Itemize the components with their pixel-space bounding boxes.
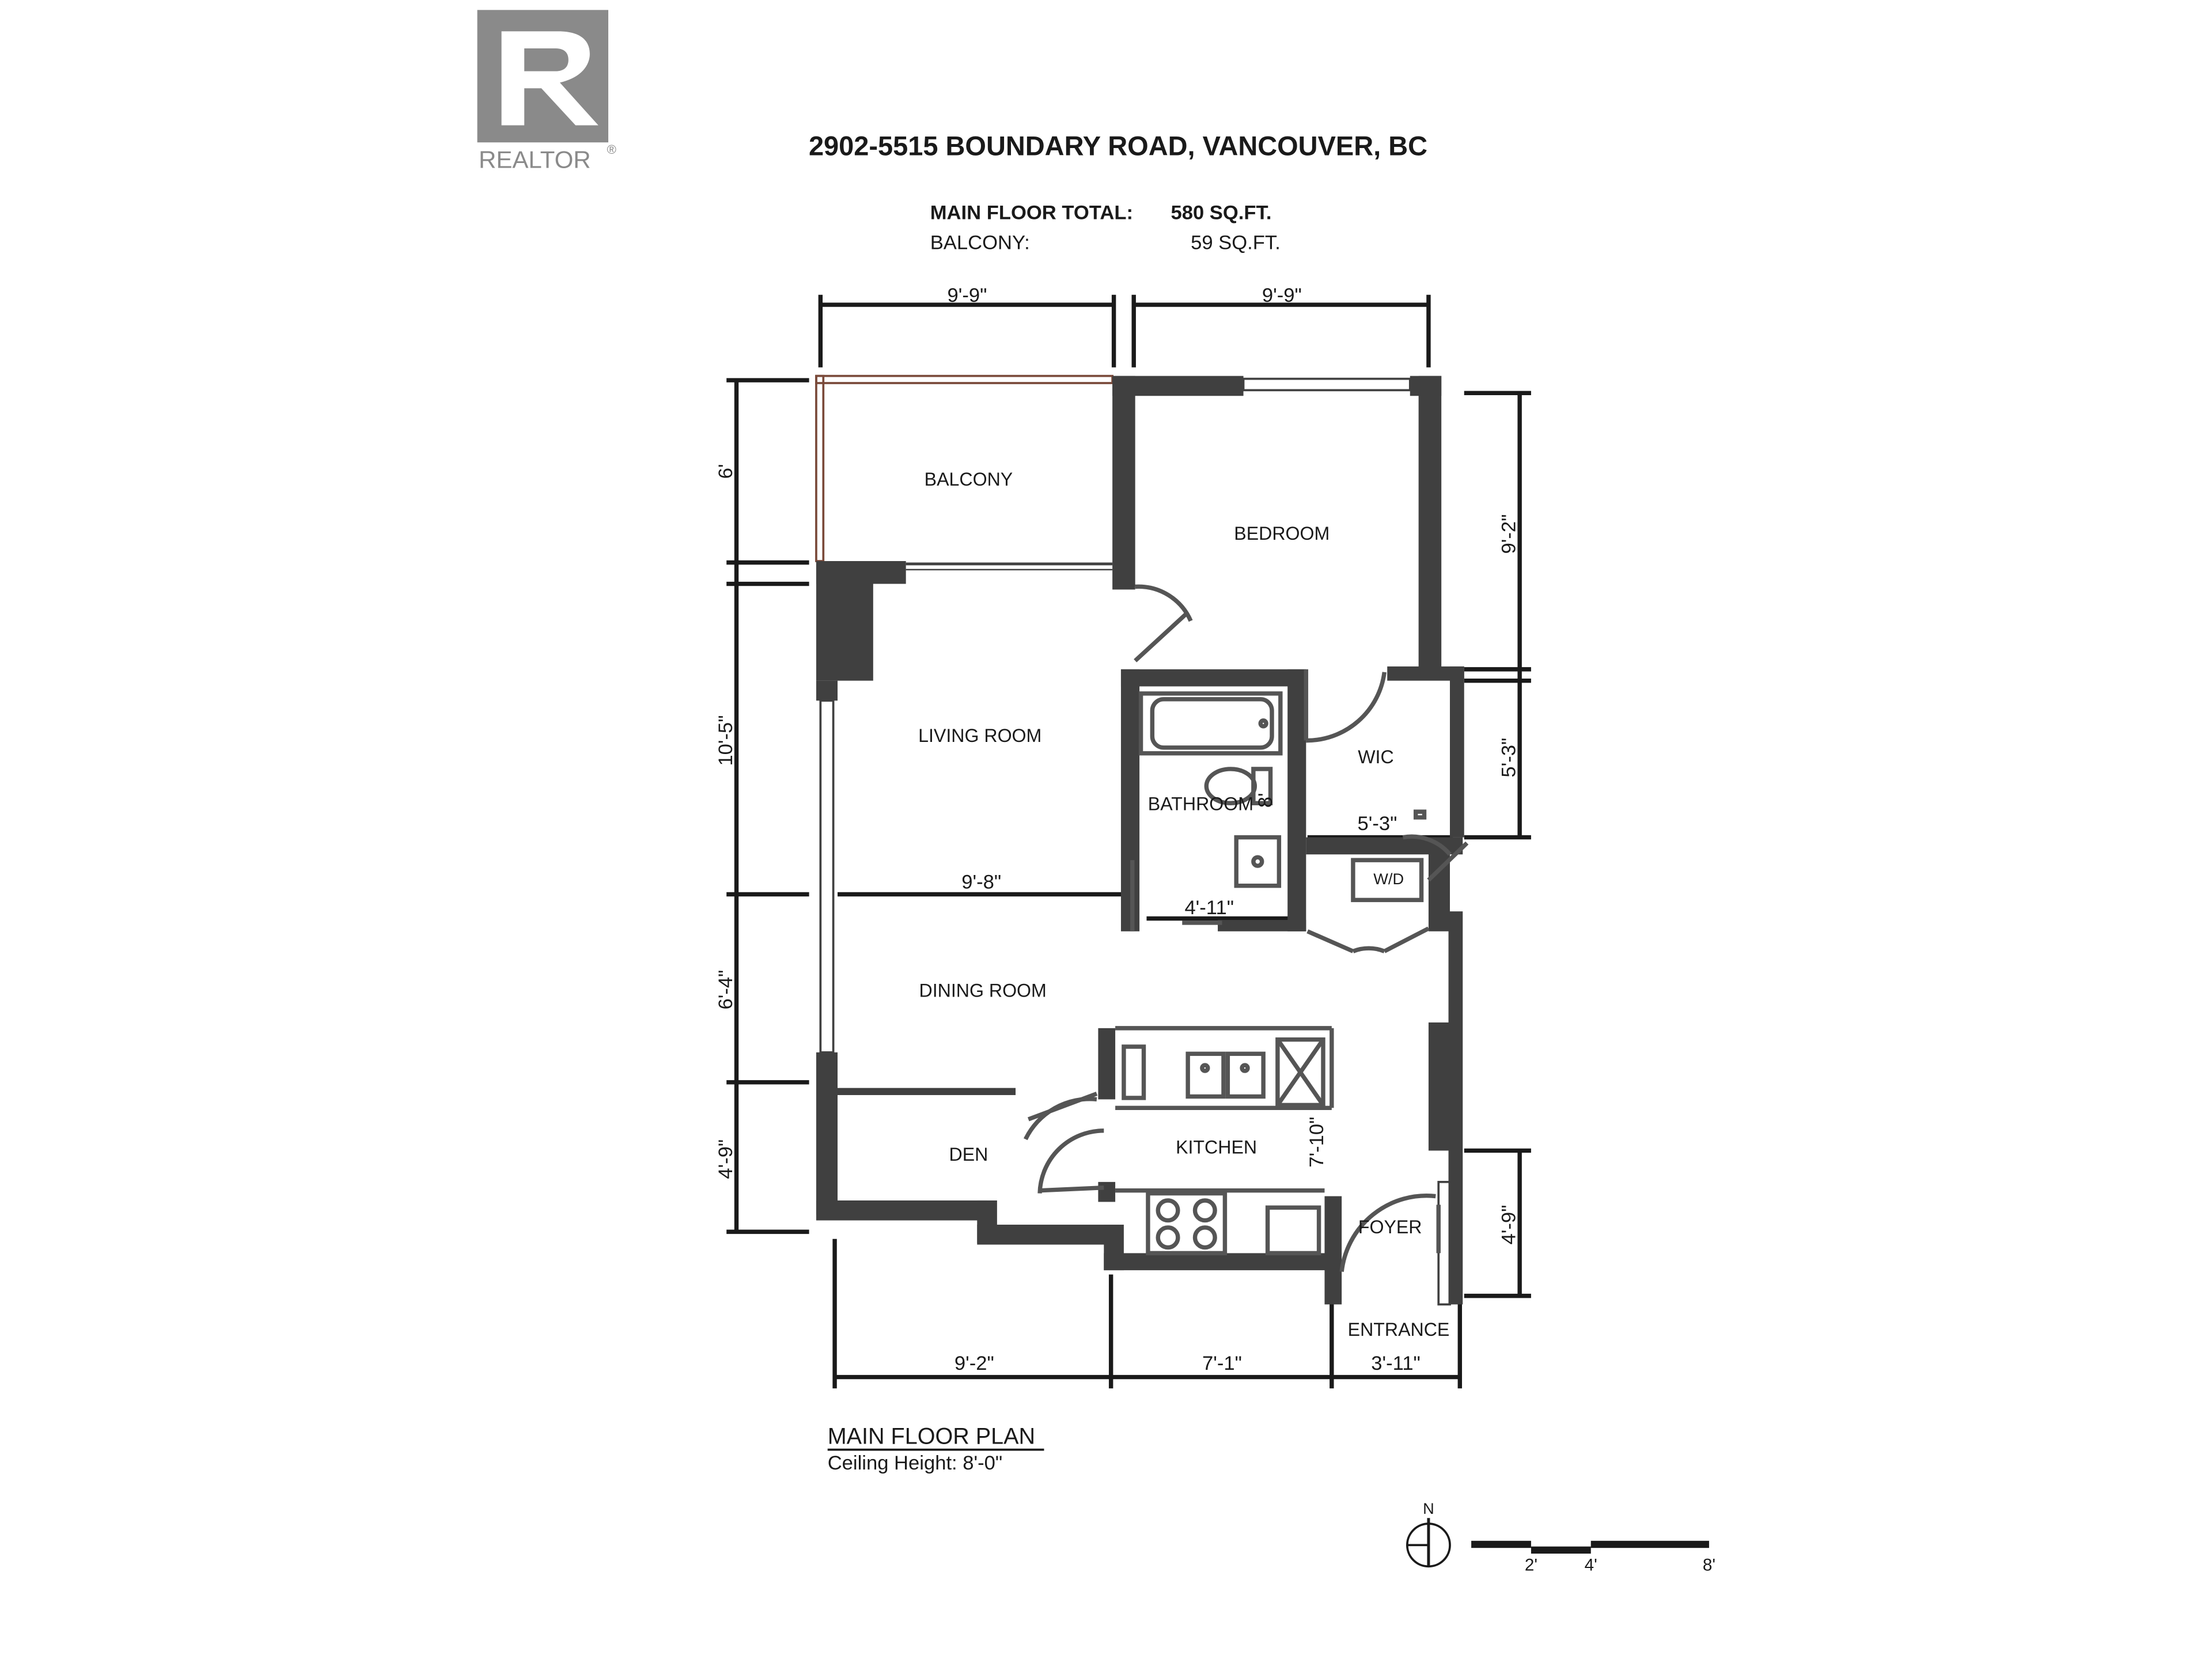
registered-mark: ®: [607, 142, 617, 157]
dim-left-den: 4'-9": [715, 1139, 737, 1179]
dim-bath-height: 8': [1255, 793, 1277, 808]
realtor-logo: REALTOR ®: [477, 10, 617, 173]
plan-title: MAIN FLOOR PLAN: [828, 1424, 1035, 1449]
north-label: N: [1423, 1499, 1434, 1517]
balcony-area-value: 59 SQ.FT.: [1191, 232, 1281, 254]
room-label-den: DEN: [949, 1144, 988, 1165]
main-floor-total-value: 580 SQ.FT.: [1171, 202, 1271, 224]
dim-bottom-den: 9'-2": [955, 1353, 994, 1374]
room-label-wd: W/D: [1373, 870, 1404, 888]
north-compass: N: [1406, 1499, 1451, 1568]
walls: [815, 374, 1464, 1306]
scale-label-2ft: 2': [1525, 1556, 1537, 1575]
dim-right-wic: 5'-3": [1498, 738, 1520, 778]
room-label-living-room: LIVING ROOM: [918, 725, 1041, 746]
fixtures: [1023, 584, 1469, 1272]
room-label-balcony: BALCONY: [925, 469, 1013, 490]
ceiling-height: Ceiling Height: 8'-0": [828, 1452, 1002, 1474]
dim-bottom-entrance: 3'-11": [1371, 1353, 1421, 1374]
room-label-wic: WIC: [1358, 747, 1393, 767]
scale-label-8ft: 8': [1703, 1556, 1715, 1575]
dim-left-balcony: 6': [715, 464, 737, 479]
dim-bath-width: 4'-11": [1184, 897, 1234, 919]
dimension-lines: [726, 294, 1531, 1389]
dim-living-width: 9'-8": [961, 872, 1001, 893]
room-label-dining-room: DINING ROOM: [919, 980, 1047, 1001]
room-label-foyer: FOYER: [1358, 1217, 1422, 1237]
dim-kitchen-height: 7'-10": [1306, 1117, 1328, 1168]
dim-left-dining: 6'-4": [715, 970, 737, 1010]
dim-top-right: 9'-9": [1262, 285, 1302, 306]
room-label-entrance: ENTRANCE: [1348, 1319, 1450, 1340]
room-label-bathroom: BATHROOM: [1148, 794, 1253, 815]
room-label-bedroom: BEDROOM: [1234, 523, 1330, 544]
dim-right-foyer: 4'-9": [1498, 1205, 1520, 1245]
dim-bottom-kitchen: 7'-1": [1202, 1353, 1242, 1374]
scale-bar: 2' 4' 8': [1471, 1540, 1715, 1575]
dim-top-left: 9'-9": [948, 285, 987, 306]
dim-left-living: 10'-5": [715, 715, 737, 766]
realtor-logo-text: REALTOR: [479, 146, 591, 173]
property-address: 2902-5515 BOUNDARY ROAD, VANCOUVER, BC: [809, 130, 1427, 161]
dim-wic-width: 5'-3": [1357, 813, 1397, 835]
scale-label-4ft: 4': [1585, 1556, 1597, 1575]
dim-right-bedroom: 9'-2": [1498, 514, 1520, 554]
balcony-area-label: BALCONY:: [930, 232, 1030, 254]
main-floor-total-label: MAIN FLOOR TOTAL:: [930, 202, 1133, 224]
room-label-kitchen: KITCHEN: [1176, 1137, 1257, 1157]
